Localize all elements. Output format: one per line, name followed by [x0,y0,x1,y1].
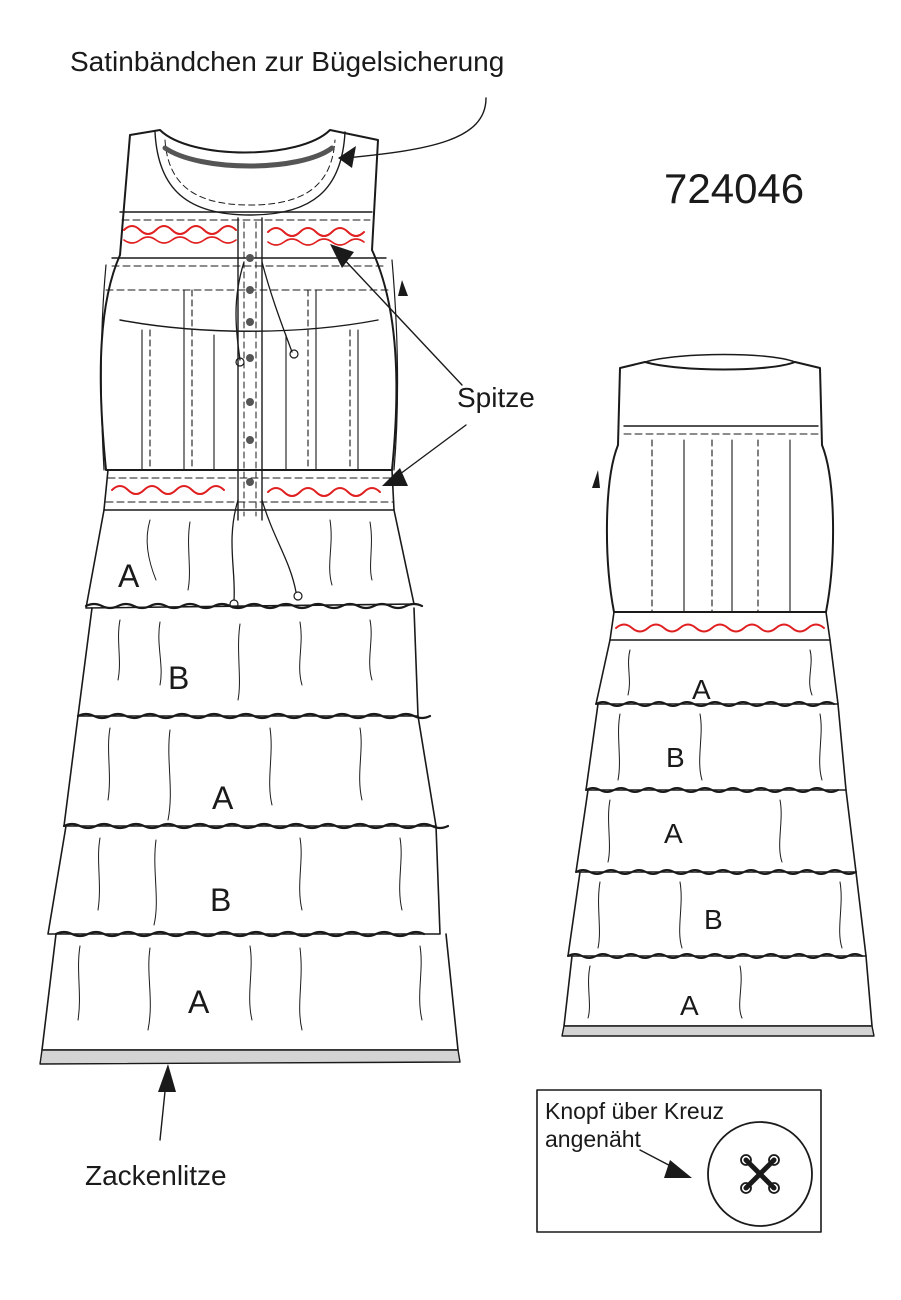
back-waistband [609,611,831,641]
front-waistband [103,469,395,511]
ribbon-leader [344,97,487,159]
lace-leader-upper [339,254,463,386]
front-dress [39,129,461,1065]
front-tier-label-1: A [118,558,140,594]
front-gathers [77,519,423,1031]
button-circle [707,1121,813,1227]
callout-leaders [158,97,600,1141]
back-tier-label-4: B [704,904,723,935]
ribbon-callout-label: Satinbändchen zur Bügelsicherung [70,46,505,77]
back-tier-2 [585,703,847,791]
back-bodice-outline [605,361,835,613]
front-yoke-lace [123,225,365,237]
back-tier-5 [563,955,873,1027]
model-number: 724046 [664,165,805,212]
front-buttons [246,254,254,486]
front-tier-label-5: A [188,984,210,1020]
back-tier-4 [567,871,867,957]
back-dress [561,353,875,1037]
trim-callout-label: Zackenlitze [85,1160,227,1191]
back-tier-3 [575,789,857,873]
front-bodice-outline [99,129,398,471]
button-note-line1: Knopf über Kreuz [545,1098,725,1124]
back-waist-lace [615,623,825,633]
lace-leader-lower [391,424,467,481]
front-tier-label-4: B [210,882,232,918]
back-tier-label-3: A [664,818,683,849]
front-tier-2 [77,607,419,717]
back-tier-label-1: A [692,674,711,705]
front-neck-ruffle [154,131,346,216]
lace-callout-label: Spitze [457,382,535,413]
button-detail-box [536,1089,822,1233]
front-tier-4 [47,825,441,935]
front-waist-lace [111,485,381,497]
back-neck-ruffle [644,353,796,363]
button-detail [536,1089,822,1233]
front-tier-label-3: A [212,780,234,816]
front-tier-3 [63,715,437,827]
back-tier-1 [595,639,839,705]
front-tier-label-2: B [168,660,190,696]
front-hem-trim [39,1049,461,1065]
back-tier-label-5: A [680,990,699,1021]
button-note-line2: angenäht [545,1126,641,1152]
back-hem-trim [561,1025,875,1037]
cross-stitch-2 [743,1157,777,1191]
back-gathers [587,649,843,1019]
satin-ribbon [162,145,335,169]
front-tier-1 [85,509,415,609]
back-tier-label-2: B [666,742,685,773]
